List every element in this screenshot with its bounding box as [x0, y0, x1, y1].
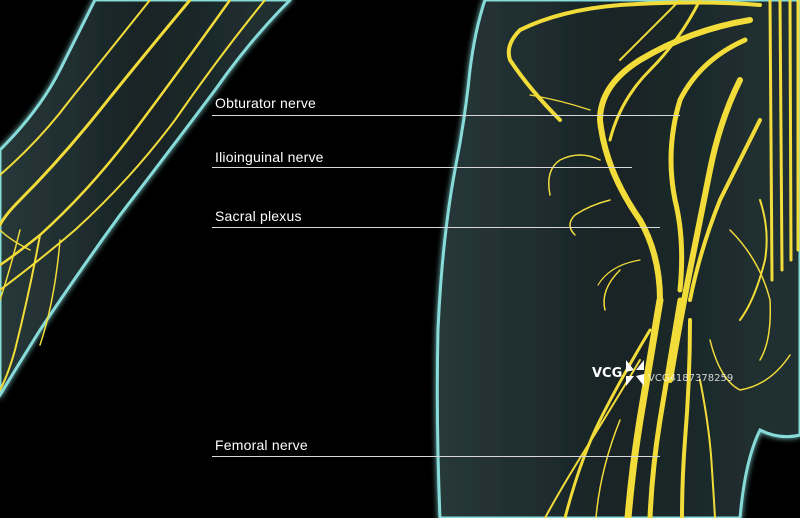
watermark-id: VCG41873782​59: [648, 373, 734, 384]
label-obturator-nerve: Obturator nerve: [215, 95, 317, 111]
watermark-brand: VCG: [592, 366, 623, 381]
leader-line-obturator: [212, 115, 680, 116]
torso-silhouette: [435, 0, 800, 518]
watermark-logo: VCG: [592, 352, 644, 396]
label-femoral-nerve: Femoral nerve: [215, 437, 308, 453]
label-ilioinguinal-nerve: Ilioinguinal nerve: [215, 149, 324, 165]
label-sacral-plexus: Sacral plexus: [215, 208, 302, 224]
leader-line-sacral: [212, 227, 660, 228]
leader-line-femoral: [212, 456, 660, 457]
pelvic-nerves: [506, 0, 800, 518]
watermark-pinwheel-icon: [626, 360, 644, 386]
arm-silhouette: [0, 0, 293, 398]
arm-nerves: [0, 0, 266, 391]
leader-line-ilioinguinal: [212, 167, 632, 168]
